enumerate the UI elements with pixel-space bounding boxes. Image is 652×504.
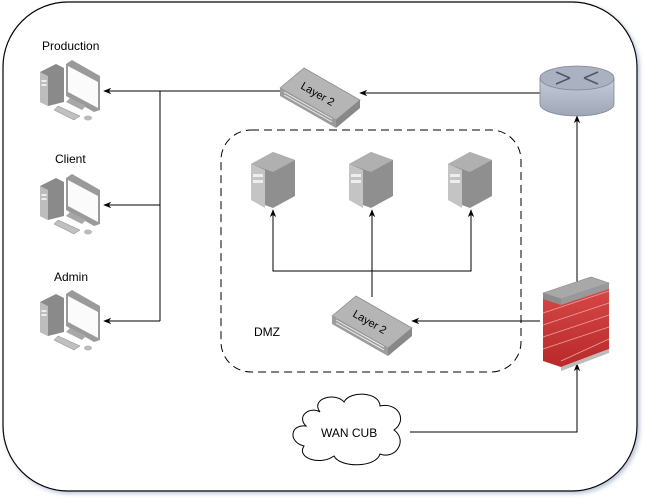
node-server-2[interactable] (349, 152, 393, 208)
wan-label: WAN CUB (321, 426, 378, 440)
edges (103, 87, 581, 433)
node-switch-dmz[interactable]: Layer 2 (331, 295, 413, 356)
client-label: Client (55, 152, 86, 166)
node-production[interactable] (40, 60, 100, 121)
node-firewall[interactable] (542, 276, 610, 371)
node-server-1[interactable] (251, 152, 295, 208)
server-icon (349, 152, 393, 208)
node-client[interactable] (40, 174, 100, 235)
outer-frame (2, 1, 638, 492)
dmz-group-boundary[interactable] (220, 129, 522, 373)
server-icon (448, 152, 492, 208)
router-icon (539, 65, 615, 117)
admin-label: Admin (54, 270, 89, 284)
server-icon (251, 152, 295, 208)
desktop-computer-icon (40, 290, 100, 351)
node-router[interactable] (539, 65, 615, 117)
edge-wan-to-firewall (410, 363, 581, 433)
layer2-switch-icon (331, 295, 413, 356)
desktop-computer-icon (40, 60, 100, 121)
desktop-computer-icon (40, 174, 100, 235)
edge-switch-dmz-trunk (269, 209, 373, 297)
firewall-icon (542, 276, 610, 371)
node-admin[interactable] (40, 290, 100, 351)
cloud-icon (292, 393, 401, 466)
dmz-label: DMZ (254, 325, 280, 339)
node-wan[interactable] (292, 393, 401, 466)
layer2-switch-icon (279, 67, 361, 128)
edge-to-server-3 (372, 209, 475, 272)
production-label: Production (42, 39, 100, 53)
node-switch-top[interactable]: Layer 2 (279, 67, 361, 128)
node-server-3[interactable] (448, 152, 492, 208)
